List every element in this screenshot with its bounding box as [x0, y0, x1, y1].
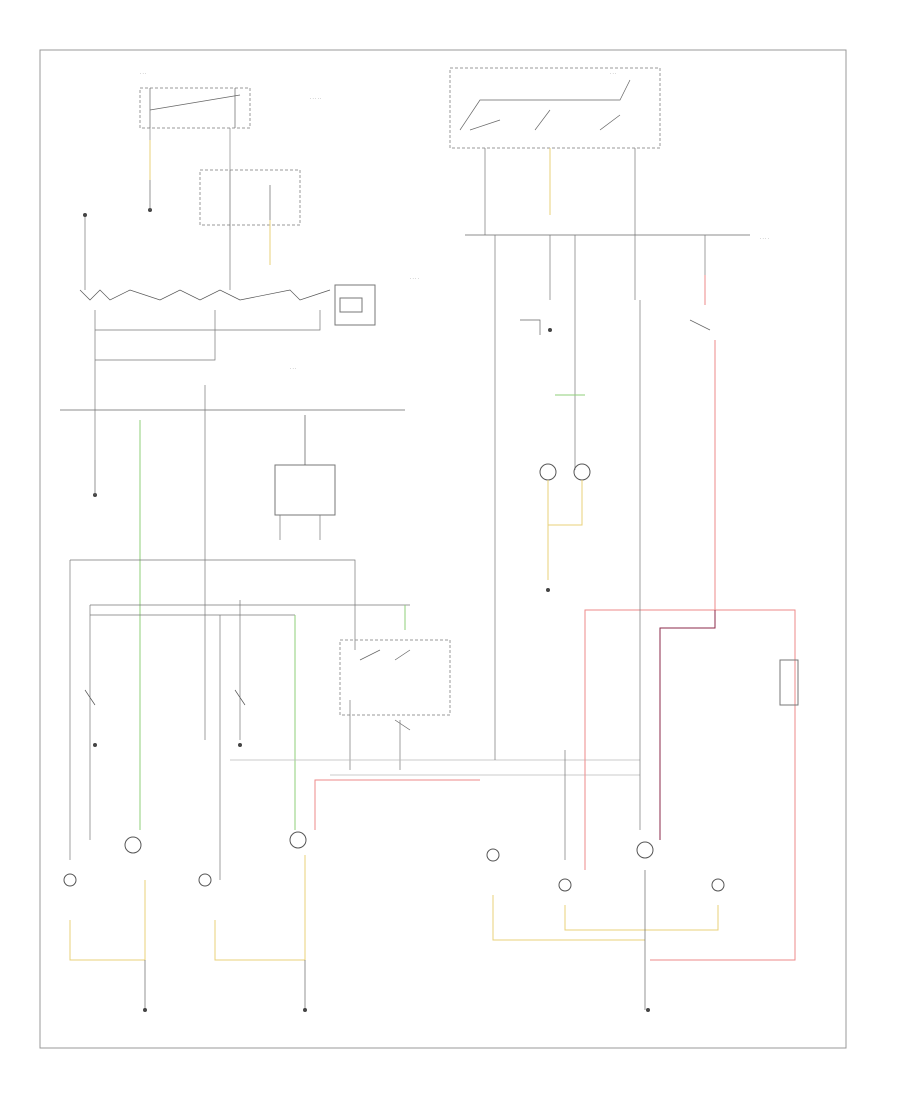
- right-lamps: [486, 841, 725, 1012]
- left-circuit: [69, 385, 410, 880]
- svg-text:· · ·: · · ·: [610, 71, 616, 76]
- svg-text:· · · ·: · · · ·: [410, 276, 419, 281]
- component-labels: · · · · · · · · · · · · · · · · · · · · …: [140, 71, 769, 371]
- left-lamps: [63, 689, 640, 1012]
- ignition-fuse-block: [83, 87, 301, 290]
- svg-text:· · ·: · · ·: [290, 366, 296, 371]
- svg-text:· · · ·: · · · ·: [760, 236, 769, 241]
- dimmer-relay: [339, 639, 451, 770]
- right-switch-block: [449, 67, 750, 300]
- diagram-border: [39, 49, 847, 1049]
- right-circuit: [494, 275, 799, 961]
- headlight-switch: [60, 284, 405, 411]
- svg-text:· · · · ·: · · · · ·: [310, 96, 321, 101]
- svg-text:· · ·: · · ·: [140, 71, 146, 76]
